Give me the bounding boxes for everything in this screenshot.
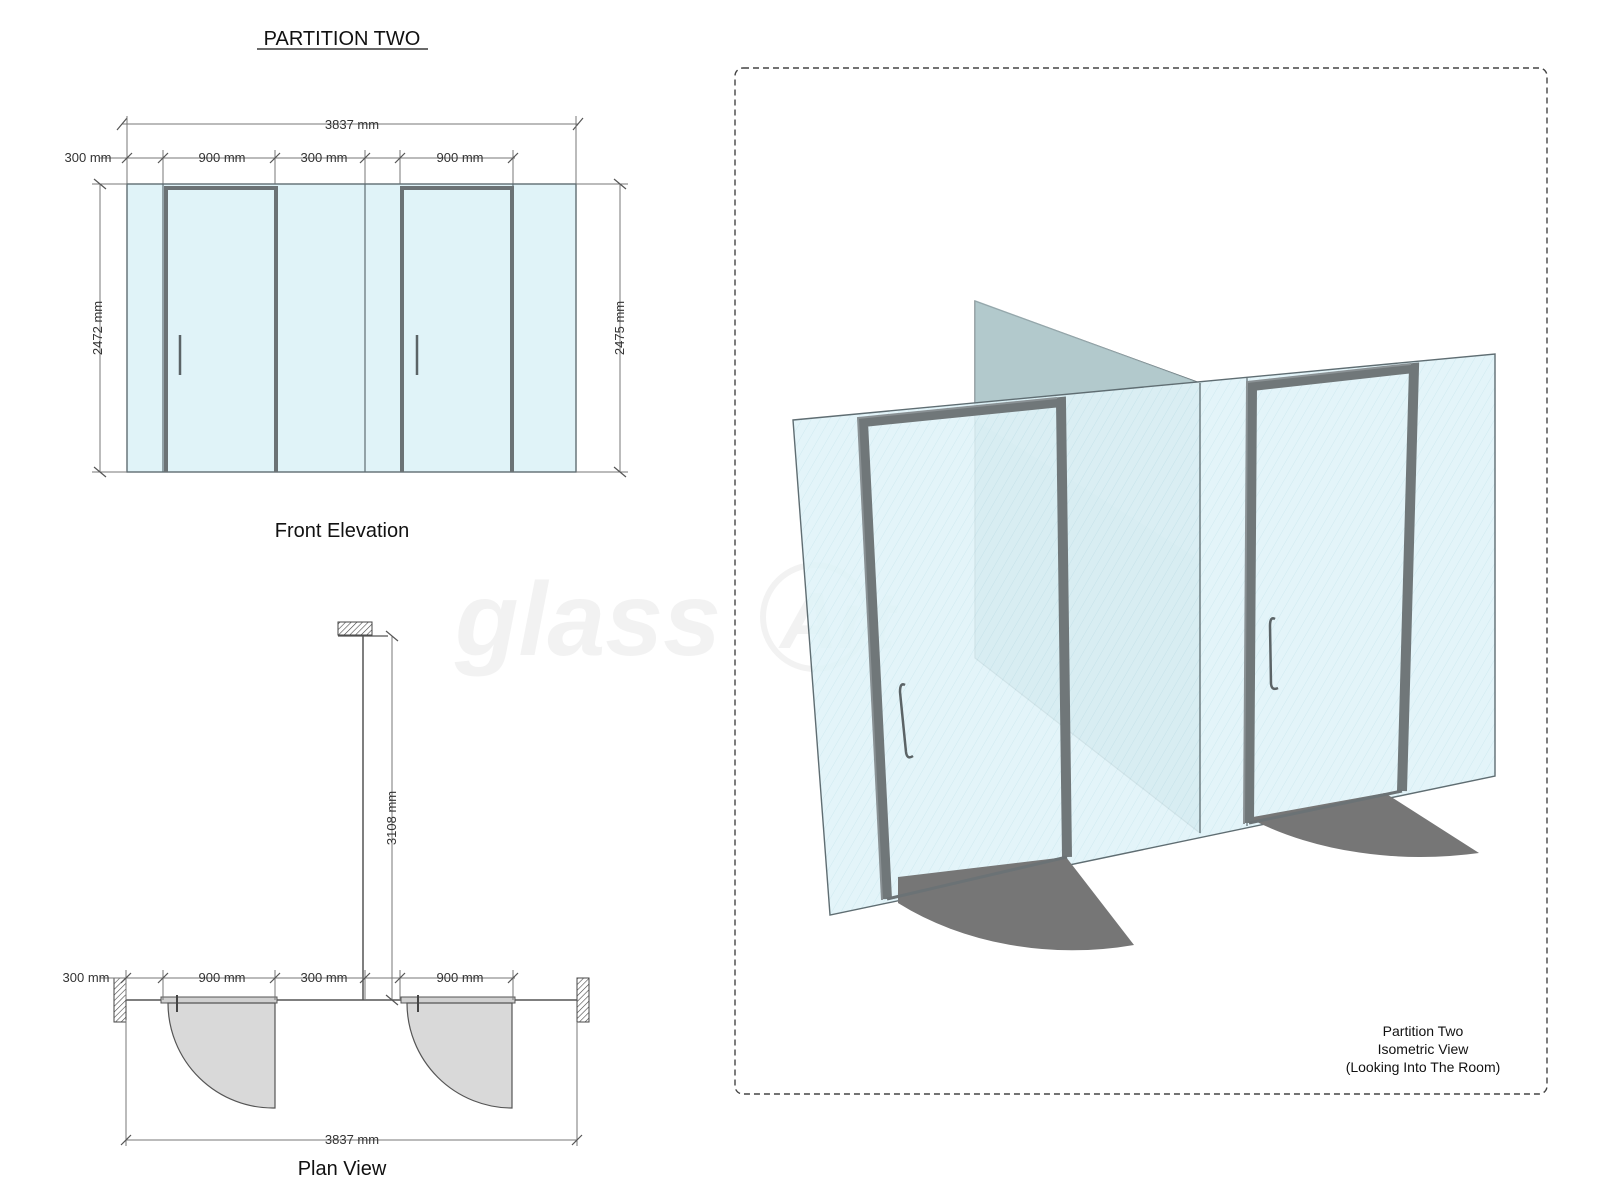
segment-label-4: 900 mm xyxy=(437,150,484,165)
door-swing-left xyxy=(167,1002,276,1109)
hatched-anchor-top xyxy=(337,621,373,636)
plan-segment-label-3: 300 mm xyxy=(301,970,348,985)
height-label-right: 2475 mm xyxy=(612,301,627,355)
hatched-wall-left xyxy=(113,977,127,1023)
depth-label: 3108 mm xyxy=(384,791,399,845)
page-title: PARTITION TWO xyxy=(264,28,421,50)
iso-front-glass xyxy=(792,353,1496,916)
front-elevation: 3837 mm 300 mm 900 mm 300 mm 900 mm xyxy=(65,116,628,542)
hatched-wall-right xyxy=(576,977,590,1023)
height-label-left: 2472 mm xyxy=(90,301,105,355)
isometric-view: Partition Two Isometric View (Looking In… xyxy=(734,67,1548,1095)
plan-overall-width-label: 3837 mm xyxy=(325,1132,379,1147)
glass-panel xyxy=(126,183,577,473)
segment-label-1: 300 mm xyxy=(65,150,112,165)
plan-segment-label-1: 300 mm xyxy=(63,970,110,985)
iso-caption-line-2: Isometric View xyxy=(1378,1041,1470,1057)
plan-view: 3108 mm 300 mm 900 mm 300 mm 900 mm xyxy=(63,621,590,1180)
plan-segment-label-4: 900 mm xyxy=(437,970,484,985)
iso-door-swing-left xyxy=(898,857,1134,951)
plan-view-caption: Plan View xyxy=(298,1158,387,1180)
plan-door-leaf-left xyxy=(160,996,278,1004)
iso-door-handle-right xyxy=(1268,617,1279,691)
iso-door-handle-left xyxy=(898,683,914,759)
iso-door-frame-left xyxy=(857,396,1072,900)
segment-label-3: 300 mm xyxy=(301,150,348,165)
segment-label-2: 900 mm xyxy=(199,150,246,165)
svg-text:glass: glass xyxy=(454,562,721,678)
iso-caption-line-1: Partition Two xyxy=(1383,1023,1464,1039)
overall-width-label: 3837 mm xyxy=(325,117,379,132)
iso-door-frame-right xyxy=(1244,362,1420,824)
iso-caption-line-3: (Looking Into The Room) xyxy=(1346,1059,1501,1075)
door-swing-right xyxy=(406,1002,513,1109)
front-elevation-caption: Front Elevation xyxy=(275,520,410,542)
plan-segment-label-2: 900 mm xyxy=(199,970,246,985)
isometric-dashed-frame xyxy=(734,67,1548,1095)
door-frame-left xyxy=(164,186,278,472)
door-frame-right xyxy=(400,186,514,472)
